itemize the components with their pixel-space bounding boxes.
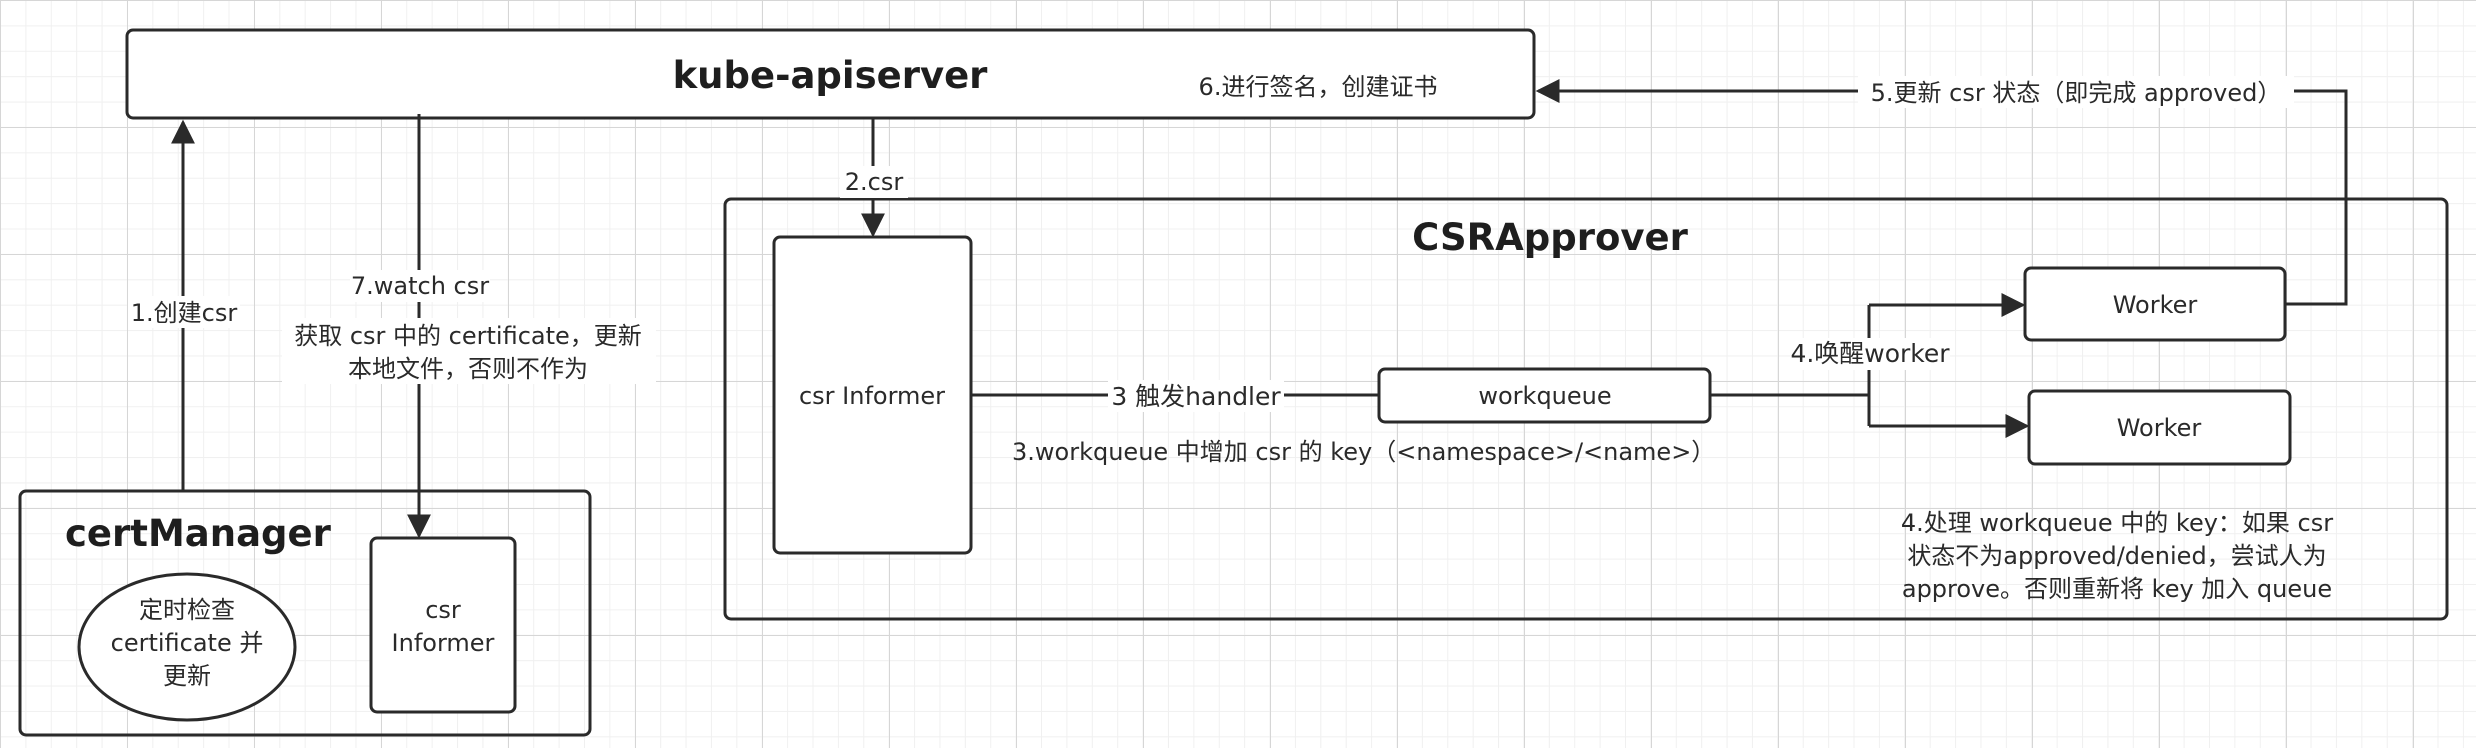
cert-check-timer-node: 定时检查 certificate 并 更新	[77, 572, 297, 722]
step7-note: 获取 csr 中的 certificate，更新 本地文件，否则不作为	[282, 318, 656, 384]
small-informer-line-2: Informer	[392, 629, 495, 657]
edge-step4-label: 4.唤醒worker	[1790, 339, 1950, 368]
worker-node-1: Worker	[2023, 266, 2287, 342]
timer-line-1: 定时检查	[139, 596, 235, 624]
step7-note-line-2: 本地文件，否则不作为	[348, 355, 588, 383]
edge-step5-label: 5.更新 csr 状态（即完成 approved）	[1871, 79, 2282, 107]
step4-process-note: 4.处理 workqueue 中的 key：如果 csr 状态不为approve…	[1901, 509, 2333, 603]
csrapprover-label: CSRApprover	[1412, 216, 1688, 259]
step4-note-line-3: approve。否则重新将 key 加入 queue	[1902, 575, 2332, 603]
step3-workqueue-note: 3.workqueue 中增加 csr 的 key（<namespace>/<n…	[1012, 438, 1715, 466]
csr-informer-label: csr Informer	[799, 382, 945, 410]
worker-1-label: Worker	[2113, 291, 2198, 319]
step4-note-line-1: 4.处理 workqueue 中的 key：如果 csr	[1901, 509, 2333, 537]
edge-step7-label: 7.watch csr	[351, 272, 489, 300]
cert-manager-label: certManager	[65, 512, 332, 555]
small-informer-line-1: csr	[425, 596, 461, 624]
step7-note-line-1: 获取 csr 中的 certificate，更新	[294, 322, 642, 350]
apiserver-node: kube-apiserver	[125, 28, 1536, 120]
csrapprover-container: CSRApprover	[723, 197, 2449, 621]
worker-2-label: Worker	[2117, 414, 2202, 442]
workqueue-node: workqueue	[1377, 367, 1712, 424]
edge-wake-worker: 4.唤醒worker	[1710, 293, 2030, 438]
edge-step2-label: 2.csr	[845, 168, 904, 196]
cert-manager-csr-informer-node: csr Informer	[369, 536, 517, 714]
edge-create-csr: 1.创建csr	[128, 119, 240, 491]
csr-informer-node: csr Informer	[772, 235, 973, 555]
edge-update-status: 5.更新 csr 状态（即完成 approved）	[1535, 76, 2348, 306]
timer-line-3: 更新	[163, 662, 211, 690]
worker-node-2: Worker	[2027, 389, 2292, 466]
workqueue-label: workqueue	[1478, 382, 1611, 410]
edge-step1-label: 1.创建csr	[131, 299, 238, 327]
step4-note-line-2: 状态不为approved/denied，尝试人为	[1907, 542, 2326, 570]
edge-trigger-handler: 3 触发handler	[971, 380, 1379, 412]
apiserver-label: kube-apiserver	[673, 54, 989, 97]
timer-line-2: certificate 并	[111, 629, 264, 657]
cert-manager-container: certManager	[18, 489, 592, 737]
edge-watch-csr: 7.watch csr	[350, 114, 490, 539]
edge-step3-label: 3 触发handler	[1111, 382, 1281, 411]
edge-csr-to-informer: 2.csr	[840, 118, 908, 238]
step6-label: 6.进行签名，创建证书	[1199, 73, 1438, 101]
